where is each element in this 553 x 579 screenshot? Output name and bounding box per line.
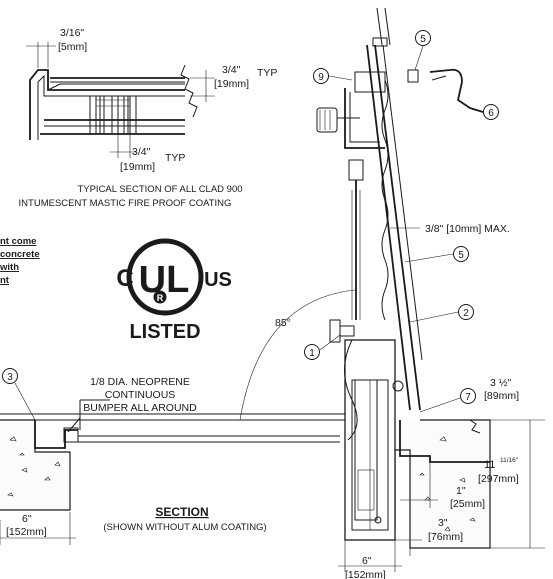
dim-89mm: [89mm]: [484, 390, 519, 402]
dim-1: 1": [456, 485, 466, 497]
angle-85: 85°: [275, 317, 291, 329]
dim-3: 3": [438, 517, 448, 529]
callout-4: 7: [465, 392, 471, 403]
ul-c: C: [116, 265, 133, 292]
main-section: 1/8 DIA. NEOPRENE CONTINUOUS BUMPER ALL …: [0, 7, 510, 549]
dim-3-half: 3 ½": [490, 377, 512, 389]
ul-us: US: [204, 269, 232, 291]
ul-registered: R: [157, 293, 164, 303]
bumper-line1: 1/8 DIA. NEOPRENE: [90, 376, 190, 388]
dim-25mm: [25mm]: [450, 498, 485, 510]
bumper-line2: CONTINUOUS: [105, 389, 176, 401]
section-title: SECTION: [155, 505, 208, 519]
note-line-3: with: [0, 262, 19, 273]
bumper-line3: BUMPER ALL AROUND: [83, 402, 197, 414]
dim-152mm-bottom: [152mm]: [345, 569, 386, 579]
callout-2: 2: [463, 308, 469, 319]
dim-19mm-right: [19mm]: [214, 78, 249, 90]
dim-3-4-right: 3/4": [222, 64, 241, 76]
callout-5: 5: [458, 250, 464, 261]
dim-11: 11: [484, 459, 495, 471]
callout-9: 9: [318, 72, 324, 83]
dim-6-left: 6": [22, 513, 32, 525]
ul-listed-text: LISTED: [129, 321, 200, 343]
dim-5mm: [5mm]: [58, 41, 87, 53]
gap-dimension: 3/8" [10mm] MAX.: [425, 223, 510, 235]
callout-1: 1: [309, 348, 315, 359]
callouts: 9 5 6 5 2 1 3 7: [2, 30, 499, 421]
typical-section-detail: 3/16" [5mm] 3/4" TYP [19mm] 3/4" TYP [19…: [19, 27, 278, 209]
dim-3-16: 3/16": [60, 27, 84, 39]
dim-3-4-bottom: 3/4": [132, 146, 151, 158]
dim-typ-right: TYP: [257, 67, 277, 79]
dim-297mm: [297mm]: [478, 473, 519, 485]
note-line-1: nt come: [0, 236, 36, 247]
callout-7: 6: [488, 108, 494, 119]
section-title-block: SECTION (SHOWN WITHOUT ALUM COATING): [103, 505, 266, 533]
dimensions: 3 ½" [89mm] 11 11/16" [297mm] 1" [25mm] …: [0, 377, 545, 579]
dim-76mm: [76mm]: [428, 531, 463, 543]
callout-6: 5: [420, 34, 426, 45]
note-line-4: nt: [0, 275, 10, 286]
detail-caption-line1: TYPICAL SECTION OF ALL CLAD 900: [77, 184, 242, 195]
dim-typ-bottom: TYP: [165, 152, 185, 164]
note-line-2: concrete: [0, 249, 40, 260]
note-text: nt come concrete with nt: [0, 236, 40, 286]
dim-152mm-left: [152mm]: [6, 526, 47, 538]
ul-listed-logo: C UL R US LISTED: [116, 238, 232, 343]
dim-6-bottom: 6": [362, 555, 372, 567]
section-subtitle: (SHOWN WITHOUT ALUM COATING): [103, 522, 266, 533]
detail-caption-line2: INTUMESCENT MASTIC FIRE PROOF COATING: [19, 198, 232, 209]
callout-3: 3: [7, 372, 13, 383]
dim-11-frac: 11/16": [500, 457, 519, 464]
dim-19mm-bottom: [19mm]: [120, 161, 155, 173]
